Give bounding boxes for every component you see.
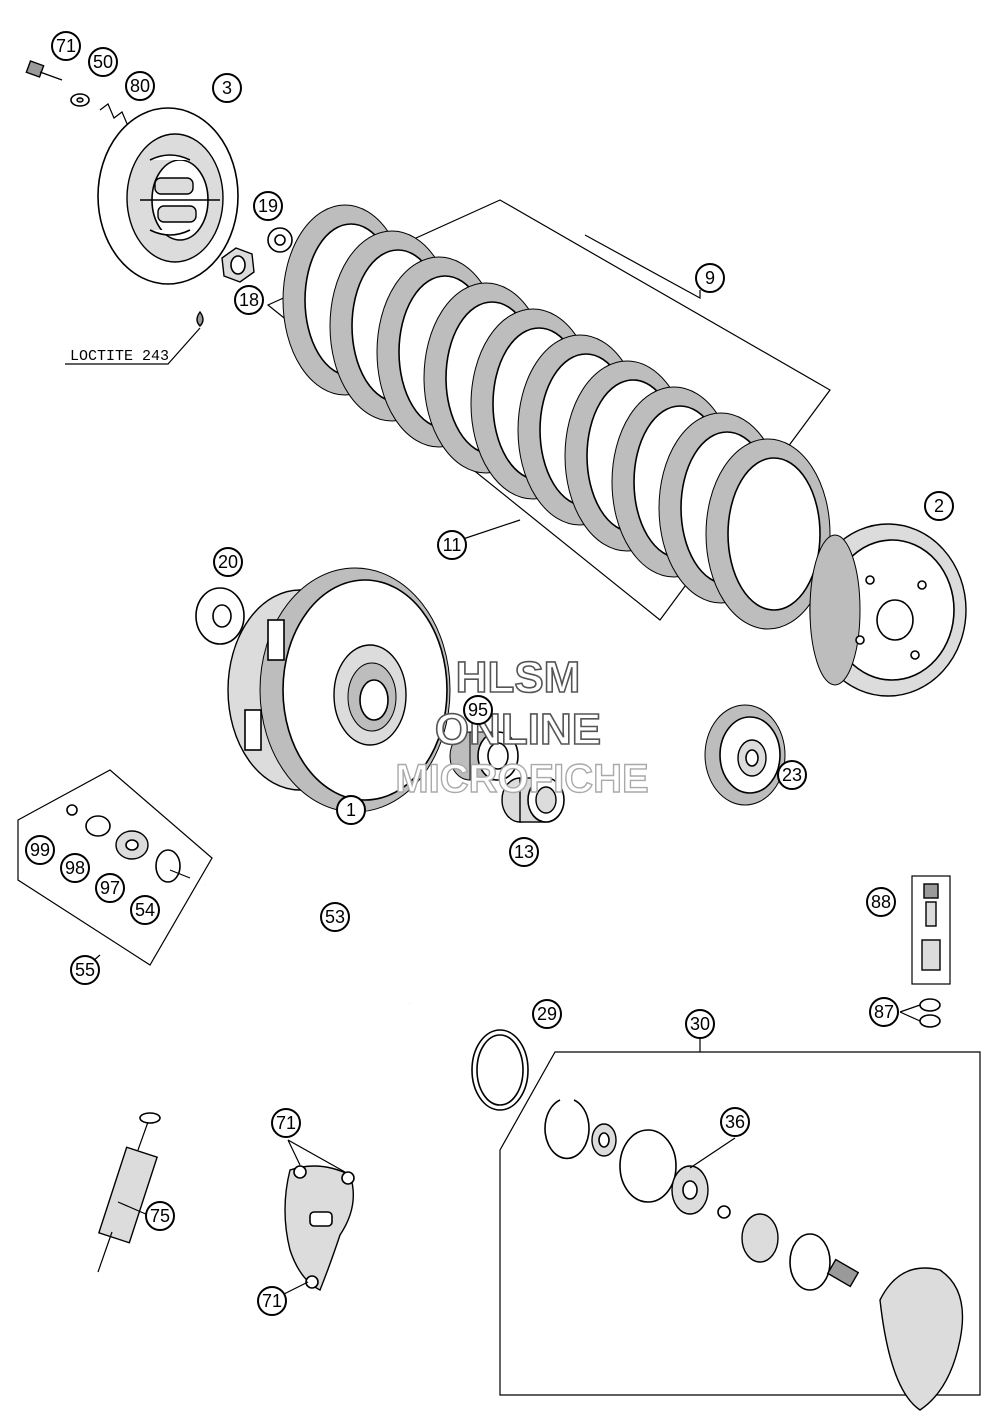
svg-text:53: 53 — [325, 907, 345, 927]
svg-text:20: 20 — [218, 552, 238, 572]
callout-29: 29 — [532, 999, 562, 1029]
svg-text:1: 1 — [346, 800, 356, 820]
clutch-plates-stack — [282, 204, 831, 630]
callout-19: 19 — [253, 191, 283, 221]
drop-icon — [196, 310, 204, 327]
svg-text:87: 87 — [874, 1002, 894, 1022]
callout-11: 11 — [437, 530, 467, 560]
callout-95: 95 — [463, 695, 493, 725]
callout-97: 97 — [95, 873, 125, 903]
callout-2: 2 — [924, 491, 954, 521]
watermark-line-3: MICROFICHE — [395, 757, 648, 801]
callout-3: 3 — [212, 73, 242, 103]
callout-54: 54 — [130, 895, 160, 925]
svg-text:11: 11 — [443, 535, 462, 555]
callout-9: 9 — [695, 263, 725, 293]
watermark-line-2: ONLINE — [435, 705, 601, 754]
watermark-line-1: HLSM — [456, 653, 581, 702]
plate-bore — [727, 457, 821, 611]
callout-13: 13 — [509, 837, 539, 867]
svg-text:3: 3 — [222, 78, 232, 98]
svg-text:98: 98 — [65, 858, 85, 878]
callout-18: 18 — [234, 285, 264, 315]
callout-99: 99 — [25, 835, 55, 865]
o-ring-29 — [471, 1029, 529, 1111]
svg-text:99: 99 — [30, 840, 50, 860]
callout-23: 23 — [777, 760, 807, 790]
callout-71-bottom: 71 — [257, 1286, 287, 1316]
svg-text:71: 71 — [56, 36, 76, 56]
callout-55: 55 — [70, 955, 100, 985]
svg-text:55: 55 — [75, 960, 95, 980]
svg-text:50: 50 — [93, 52, 113, 72]
bolt-71 — [25, 60, 63, 81]
svg-text:19: 19 — [258, 196, 278, 216]
primary-gear-23 — [704, 704, 786, 806]
callout-36: 36 — [720, 1107, 750, 1137]
push-rod-53 — [204, 883, 411, 1005]
callout-20: 20 — [213, 547, 243, 577]
svg-text:2: 2 — [934, 496, 944, 516]
svg-text:29: 29 — [537, 1004, 557, 1024]
watermark: HLSM ONLINE MICROFICHE — [395, 652, 650, 802]
svg-text:13: 13 — [514, 842, 534, 862]
thrust-washer-20 — [195, 587, 245, 645]
callout-80: 80 — [125, 71, 155, 101]
callout-75: 75 — [145, 1201, 175, 1231]
push-rod-kit-55 — [17, 769, 213, 966]
sealing-rings-87 — [899, 998, 941, 1028]
svg-text:54: 54 — [135, 900, 155, 920]
bushing-13 — [501, 777, 565, 823]
callout-71-mid: 71 — [271, 1108, 301, 1138]
loctite-note: LOCTITE 243 — [70, 348, 169, 365]
callout-50: 50 — [88, 47, 118, 77]
clutch-slave-housing — [284, 1165, 355, 1291]
callout-30: 30 — [685, 1009, 715, 1039]
svg-text:71: 71 — [262, 1291, 282, 1311]
needle-bearing-95 — [449, 731, 519, 781]
svg-text:9: 9 — [705, 268, 715, 288]
plate-stack-frame — [266, 199, 831, 621]
svg-text:95: 95 — [468, 700, 488, 720]
bleed-screw-kit-88 — [911, 875, 951, 985]
svg-text:80: 80 — [130, 76, 150, 96]
callout-1: 1 — [336, 795, 366, 825]
slave-cylinder-kit-30 — [499, 1051, 981, 1411]
callout-87: 87 — [869, 997, 899, 1027]
svg-text:75: 75 — [150, 1206, 170, 1226]
pressure-cap-3 — [97, 107, 239, 285]
svg-text:23: 23 — [782, 765, 802, 785]
clutch-basket-1 — [227, 567, 451, 813]
callout-71-top: 71 — [51, 31, 81, 61]
svg-text:97: 97 — [100, 878, 120, 898]
syringe-75 — [97, 1112, 161, 1273]
svg-text:36: 36 — [725, 1112, 745, 1132]
svg-text:88: 88 — [871, 892, 891, 912]
callout-88: 88 — [866, 887, 896, 917]
washer-50 — [70, 93, 90, 107]
nut-19 — [221, 247, 255, 283]
svg-text:30: 30 — [690, 1014, 710, 1034]
callout-layer: 71 50 80 3 19 18 9 2 11 20 95 1 13 23 99… — [25, 31, 954, 1316]
inner-hub-2 — [809, 523, 967, 697]
callout-53: 53 — [320, 902, 350, 932]
callout-98: 98 — [60, 853, 90, 883]
svg-text:71: 71 — [276, 1113, 296, 1133]
lock-washer-18 — [267, 227, 293, 253]
svg-text:18: 18 — [239, 290, 259, 310]
